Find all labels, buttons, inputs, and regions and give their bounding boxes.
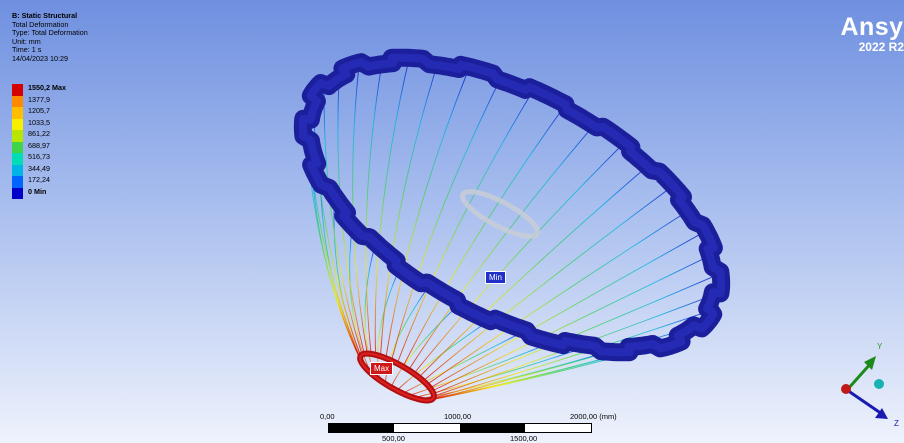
legend-swatch	[12, 95, 23, 107]
y-axis-arrow	[864, 356, 876, 370]
fiber-line	[433, 310, 711, 399]
result-date: 14/04/2023 10:29	[12, 53, 68, 63]
inner-ring-gray	[459, 189, 541, 239]
deformation-fibers	[306, 60, 718, 401]
scale-bar-frame	[328, 423, 592, 433]
max-probe-label[interactable]: Max	[370, 362, 394, 375]
result-time: Time: 1 s	[12, 45, 42, 55]
top-ring	[293, 48, 731, 362]
fiber-line	[422, 186, 672, 382]
scale-seg-1	[329, 424, 394, 432]
z-axis-arrow	[875, 408, 888, 419]
legend-label: 861,22	[28, 129, 50, 138]
fiber-line	[418, 164, 650, 378]
analysis-title: B: Static Structural	[12, 11, 78, 20]
legend-label: 688,97	[28, 140, 50, 150]
fiber-line	[385, 68, 470, 359]
legend-label: 1033,5	[28, 117, 50, 127]
y-axis-label: Y	[877, 342, 883, 351]
scale-label-500: 500,00	[382, 434, 405, 443]
fiber-line	[413, 346, 587, 399]
fiber-line	[396, 90, 534, 364]
fiber-line	[402, 331, 524, 394]
scale-seg-3	[460, 424, 525, 432]
legend-swatch	[12, 164, 23, 176]
fiber-line	[396, 318, 492, 391]
fiber-line	[323, 85, 363, 355]
fiber-line	[349, 222, 372, 374]
legend-swatch	[12, 141, 23, 153]
fiber-line	[413, 143, 624, 374]
scale-label-1500: 1500,00	[510, 434, 538, 443]
legend-swatch	[12, 118, 23, 130]
legend-swatch	[12, 153, 23, 165]
legend-swatch	[12, 187, 23, 199]
legend-swatch	[12, 84, 23, 96]
fiber-line	[402, 105, 565, 367]
fiber-line	[365, 61, 383, 354]
fiber-line	[390, 303, 460, 388]
fiber-line	[426, 209, 690, 385]
fiber-line	[408, 123, 596, 371]
bottom-ring-max	[357, 350, 437, 404]
legend-label: 516,73	[28, 152, 50, 161]
fiber-line	[391, 78, 502, 361]
legend-label: 1205,7	[28, 106, 50, 115]
legend-label: 172,24	[28, 175, 50, 184]
fiber-line	[418, 349, 616, 400]
y-axis-line	[845, 361, 874, 391]
result-name: Total Deformation	[12, 19, 69, 29]
fiber-line	[408, 340, 556, 397]
brand-name: Ansys	[840, 13, 904, 41]
iso-view-ball[interactable]	[874, 379, 884, 389]
result-info-block: B: Static Structural Total Deformation T…	[12, 11, 88, 64]
axis-triad[interactable]: Y Z	[834, 338, 904, 433]
legend-swatch	[12, 107, 23, 119]
result-unit: Unit: mm	[12, 36, 41, 46]
scale-label-0: 0,00	[320, 412, 335, 421]
z-axis-label: Z	[894, 419, 899, 428]
legend-label: 344,49	[28, 163, 50, 173]
legend-min-label: 0 Min	[28, 186, 47, 196]
fiber-line	[431, 253, 714, 392]
ansys-logo: Ansys 2022 R2	[840, 14, 904, 54]
x-axis-dot	[841, 384, 851, 394]
scale-label-1000: 1000,00	[444, 412, 472, 421]
fiber-line	[380, 62, 439, 357]
legend-swatch	[12, 130, 23, 142]
legend-swatch	[12, 176, 23, 188]
min-probe-label[interactable]: Min	[485, 271, 506, 284]
legend-label: 1377,9	[28, 94, 50, 104]
brand-version: 2022 R2	[858, 40, 904, 54]
result-type: Type: Total Deformation	[12, 28, 88, 38]
scale-label-2000: 2000,00 (mm)	[570, 412, 617, 421]
fiber-line	[429, 231, 704, 389]
fiber-line	[431, 324, 701, 400]
fiber-line	[374, 60, 410, 355]
z-axis-line	[846, 388, 883, 416]
legend-max-label: 1550,2 Max	[28, 83, 66, 92]
